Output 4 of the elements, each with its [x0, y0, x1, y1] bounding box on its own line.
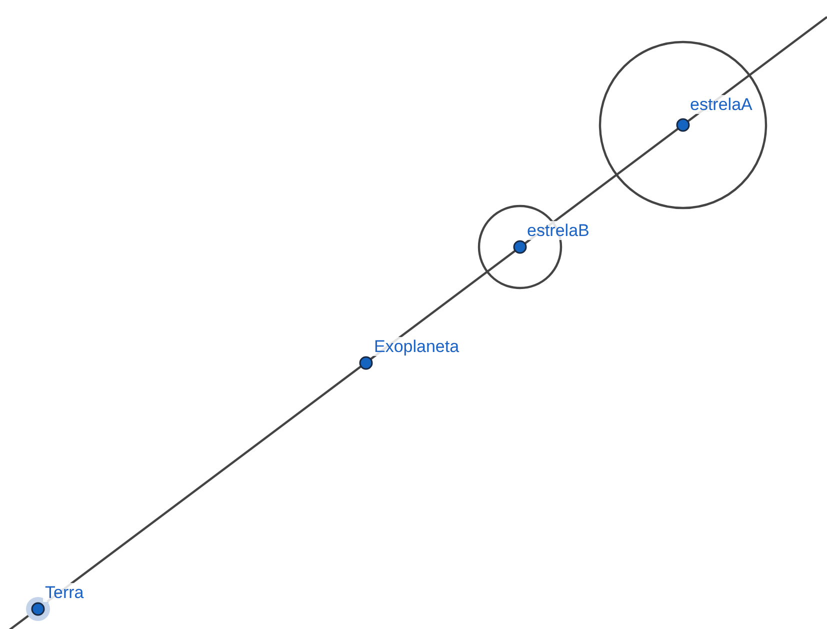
point-label: Exoplaneta — [372, 337, 462, 356]
point-label: estrelaA — [688, 95, 754, 114]
point-label: Terra — [43, 583, 86, 602]
point-label: estrelaB — [525, 221, 592, 240]
